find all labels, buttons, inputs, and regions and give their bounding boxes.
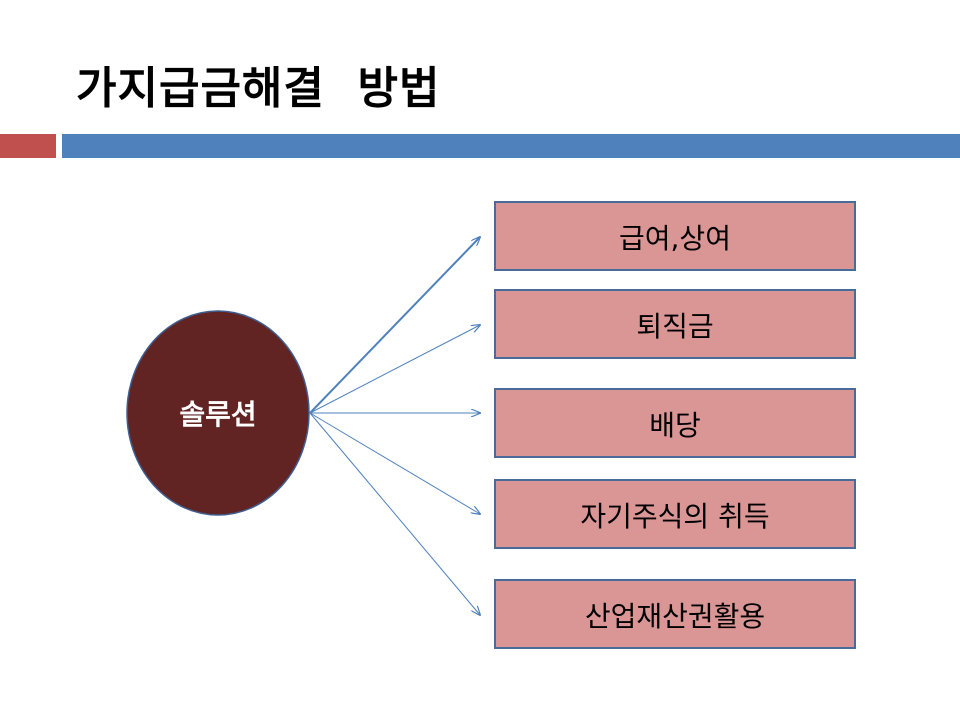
item-box-severance: 퇴직금: [494, 289, 856, 359]
item-box-treasury-stock: 자기주식의 취득: [494, 479, 856, 549]
item-box-dividend: 배당: [494, 388, 856, 458]
accent-bar-blue: [62, 134, 960, 158]
arrow-4: [309, 412, 480, 514]
item-box-ip-utilization: 산업재산권활용: [494, 579, 856, 649]
slide-title: 가지급금해결 방법: [76, 63, 441, 114]
arrow-5: [309, 412, 480, 615]
solution-label: 솔루션: [179, 398, 257, 431]
arrow-2: [309, 325, 480, 414]
accent-bar-red: [0, 134, 56, 158]
solution-circle: [126, 310, 310, 516]
arrow-1: [309, 237, 480, 414]
item-box-salary-bonus: 급여,상여: [494, 201, 856, 271]
